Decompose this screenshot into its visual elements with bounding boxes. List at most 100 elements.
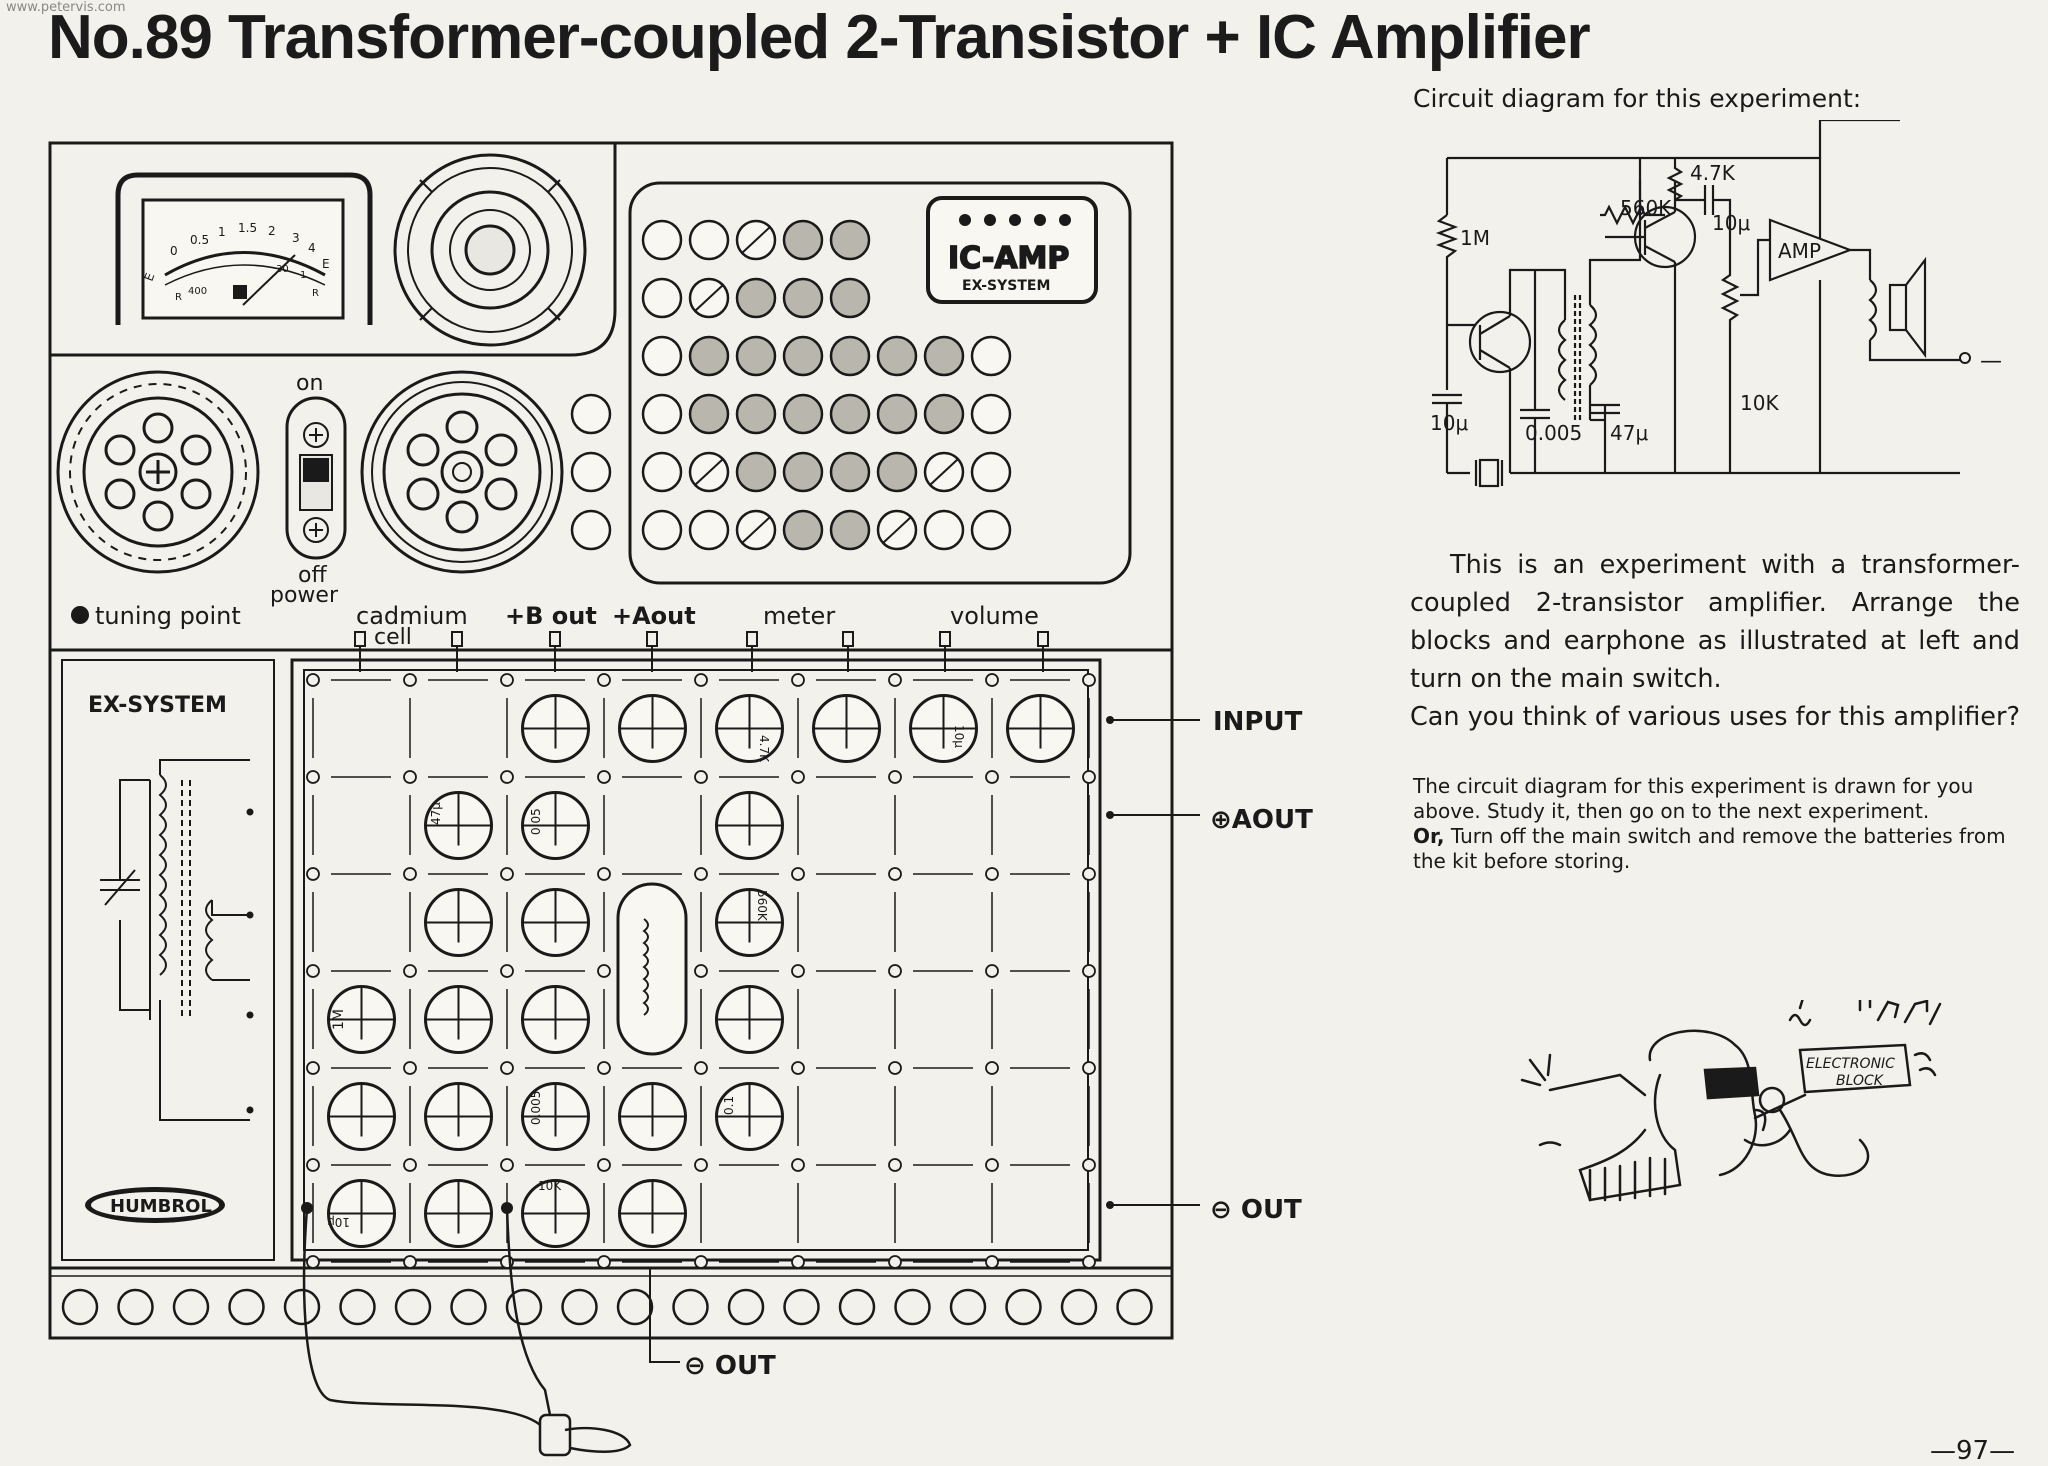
grid-node	[403, 1061, 417, 1075]
ic-amp-logo-sub: EX-SYSTEM	[962, 278, 1050, 294]
grid-node	[403, 1255, 417, 1269]
grid-node	[597, 1255, 611, 1269]
meter-scale-6: 3	[292, 231, 300, 245]
ic-amp-panel	[628, 181, 1132, 585]
ic-hole	[923, 335, 965, 377]
ic-hole	[735, 393, 777, 435]
rail-hole	[228, 1288, 265, 1326]
tuning-dial-icon	[56, 370, 260, 574]
cartoon-sign-line2: BLOCK	[1836, 1073, 1885, 1089]
power-switch	[285, 396, 347, 560]
meter-scale-4: 1.5	[238, 221, 257, 235]
bottom-out-label: ⊖ OUT	[684, 1351, 776, 1381]
terminal-post	[939, 631, 951, 647]
meter-scale-lower-1: 400	[188, 286, 207, 297]
grid-node	[597, 673, 611, 687]
schem-r2: 560K	[1620, 196, 1672, 220]
meter-scale-lower-4: R	[312, 288, 319, 299]
grid-node	[597, 1158, 611, 1172]
rail-hole	[1005, 1288, 1042, 1326]
grid-node	[694, 1158, 708, 1172]
ic-hole	[829, 335, 871, 377]
ic-hole	[829, 277, 871, 319]
block-value-0.1: 0.1	[722, 1096, 736, 1115]
grid-node	[403, 1158, 417, 1172]
grid-node	[500, 1158, 514, 1172]
watermark: www.petervis.com	[6, 0, 126, 15]
grid-node	[1082, 1158, 1096, 1172]
rail-hole	[117, 1288, 154, 1326]
block-value-10k: 10K	[538, 1179, 562, 1193]
schem-vr: 10K	[1740, 391, 1779, 415]
humbrol-logo	[85, 1187, 225, 1223]
terminal-bout-label: +B out	[505, 602, 597, 630]
schem-r1: 1M	[1460, 226, 1490, 250]
terminal-aout-label: +Aout	[612, 602, 696, 630]
grid-node	[403, 867, 417, 881]
block-value-47u: 47μ	[429, 802, 443, 825]
kit-illustration: E 0 0.5 1 1.5 2 3 4 E R 400 30 1 R	[48, 141, 1313, 1457]
page-title: No.89 Transformer-coupled 2-Transistor +…	[48, 3, 1591, 72]
circuit-schematic: 1M 560K 4.7K 10μ 10μ 0.005 47μ 10K AMP +…	[1430, 120, 2015, 488]
rail-hole	[727, 1288, 765, 1326]
grid-node	[500, 673, 514, 687]
ex-system-label: EX-SYSTEM	[88, 693, 227, 718]
grid-node	[1082, 673, 1096, 687]
ic-hole-divider	[741, 226, 771, 254]
grid-node	[888, 1158, 902, 1172]
ic-hole	[641, 393, 683, 435]
ic-hole	[782, 393, 824, 435]
grid-node	[791, 867, 805, 881]
grid-node	[888, 1255, 902, 1269]
meter-scale-2: 0.5	[190, 233, 209, 247]
meter-scale-0: E	[142, 271, 158, 283]
speaker-icon	[393, 153, 587, 347]
rail-hole	[894, 1288, 931, 1326]
terminal-meter-label: meter	[763, 602, 835, 630]
grid-node	[403, 673, 417, 687]
breadboard-blocks	[327, 694, 1075, 1248]
grid-node	[306, 1061, 320, 1075]
transformer-block	[616, 882, 688, 1056]
grid-node	[500, 867, 514, 881]
note-line-1: The circuit diagram for this experiment …	[1413, 774, 1974, 823]
meter-scale-8: E	[322, 257, 330, 271]
grid-node	[694, 867, 708, 881]
block-value-4.7k: 4.7K	[757, 735, 771, 763]
schem-c1: 10μ	[1430, 411, 1468, 435]
terminal-post	[1037, 631, 1049, 647]
grid-node	[985, 1158, 999, 1172]
grid-node	[500, 770, 514, 784]
ic-hole	[641, 509, 683, 551]
terminal-post	[646, 631, 658, 647]
rail-hole	[172, 1288, 210, 1326]
transformer-coil	[642, 918, 649, 1016]
diagram-caption: Circuit diagram for this experiment:	[1413, 84, 1862, 113]
grid-node	[694, 673, 708, 687]
ic-hole	[735, 277, 777, 319]
grid-node	[403, 964, 417, 978]
ic-hole	[782, 451, 824, 493]
note-line-2-text: Turn off the main switch and remove the …	[1413, 824, 2006, 873]
ic-hole-divider	[882, 516, 912, 544]
grid-node	[985, 964, 999, 978]
grid-node	[694, 770, 708, 784]
grid-node	[694, 1255, 708, 1269]
ic-hole	[641, 277, 683, 319]
ic-hole	[829, 509, 871, 551]
ic-hole	[970, 335, 1012, 377]
grid-node	[500, 1061, 514, 1075]
aout-label: ⊕AOUT	[1210, 805, 1313, 835]
grid-node	[597, 867, 611, 881]
ic-hole	[735, 335, 777, 377]
grid-node	[597, 1061, 611, 1075]
ic-hole	[923, 393, 965, 435]
earphone-icon	[302, 1207, 632, 1457]
ic-hole	[970, 451, 1012, 493]
ic-hole	[782, 219, 824, 261]
grid-node	[791, 964, 805, 978]
grid-node	[985, 1255, 999, 1269]
cartoon-sign-line1: ELECTRONIC	[1806, 1056, 1895, 1072]
rail-hole	[783, 1288, 820, 1326]
rail-hole	[1060, 1288, 1098, 1326]
